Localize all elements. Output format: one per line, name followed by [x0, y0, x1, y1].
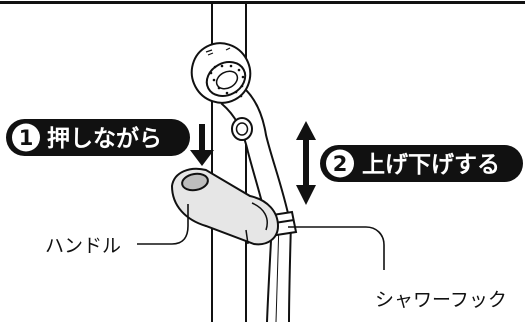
step1-number: 1: [19, 126, 34, 150]
shower-holder: [170, 167, 280, 246]
step2-number: 2: [333, 152, 348, 176]
step2-badge: 2 上げ下げする: [320, 145, 523, 182]
shower-head: [190, 42, 298, 238]
handle-label: ハンドル: [45, 235, 121, 257]
step1-badge: 1 押しながら: [6, 119, 190, 156]
handle-callout: ハンドル: [45, 204, 189, 257]
up-down-arrow: [296, 121, 316, 205]
step2-label: 上げ下げする: [362, 152, 500, 178]
step1-label: 押しながら: [47, 125, 162, 152]
push-down-arrow: [190, 124, 214, 166]
shower-hook-label: シャワーフック: [375, 289, 507, 311]
shower-hook-callout: シャワーフック: [288, 226, 507, 311]
